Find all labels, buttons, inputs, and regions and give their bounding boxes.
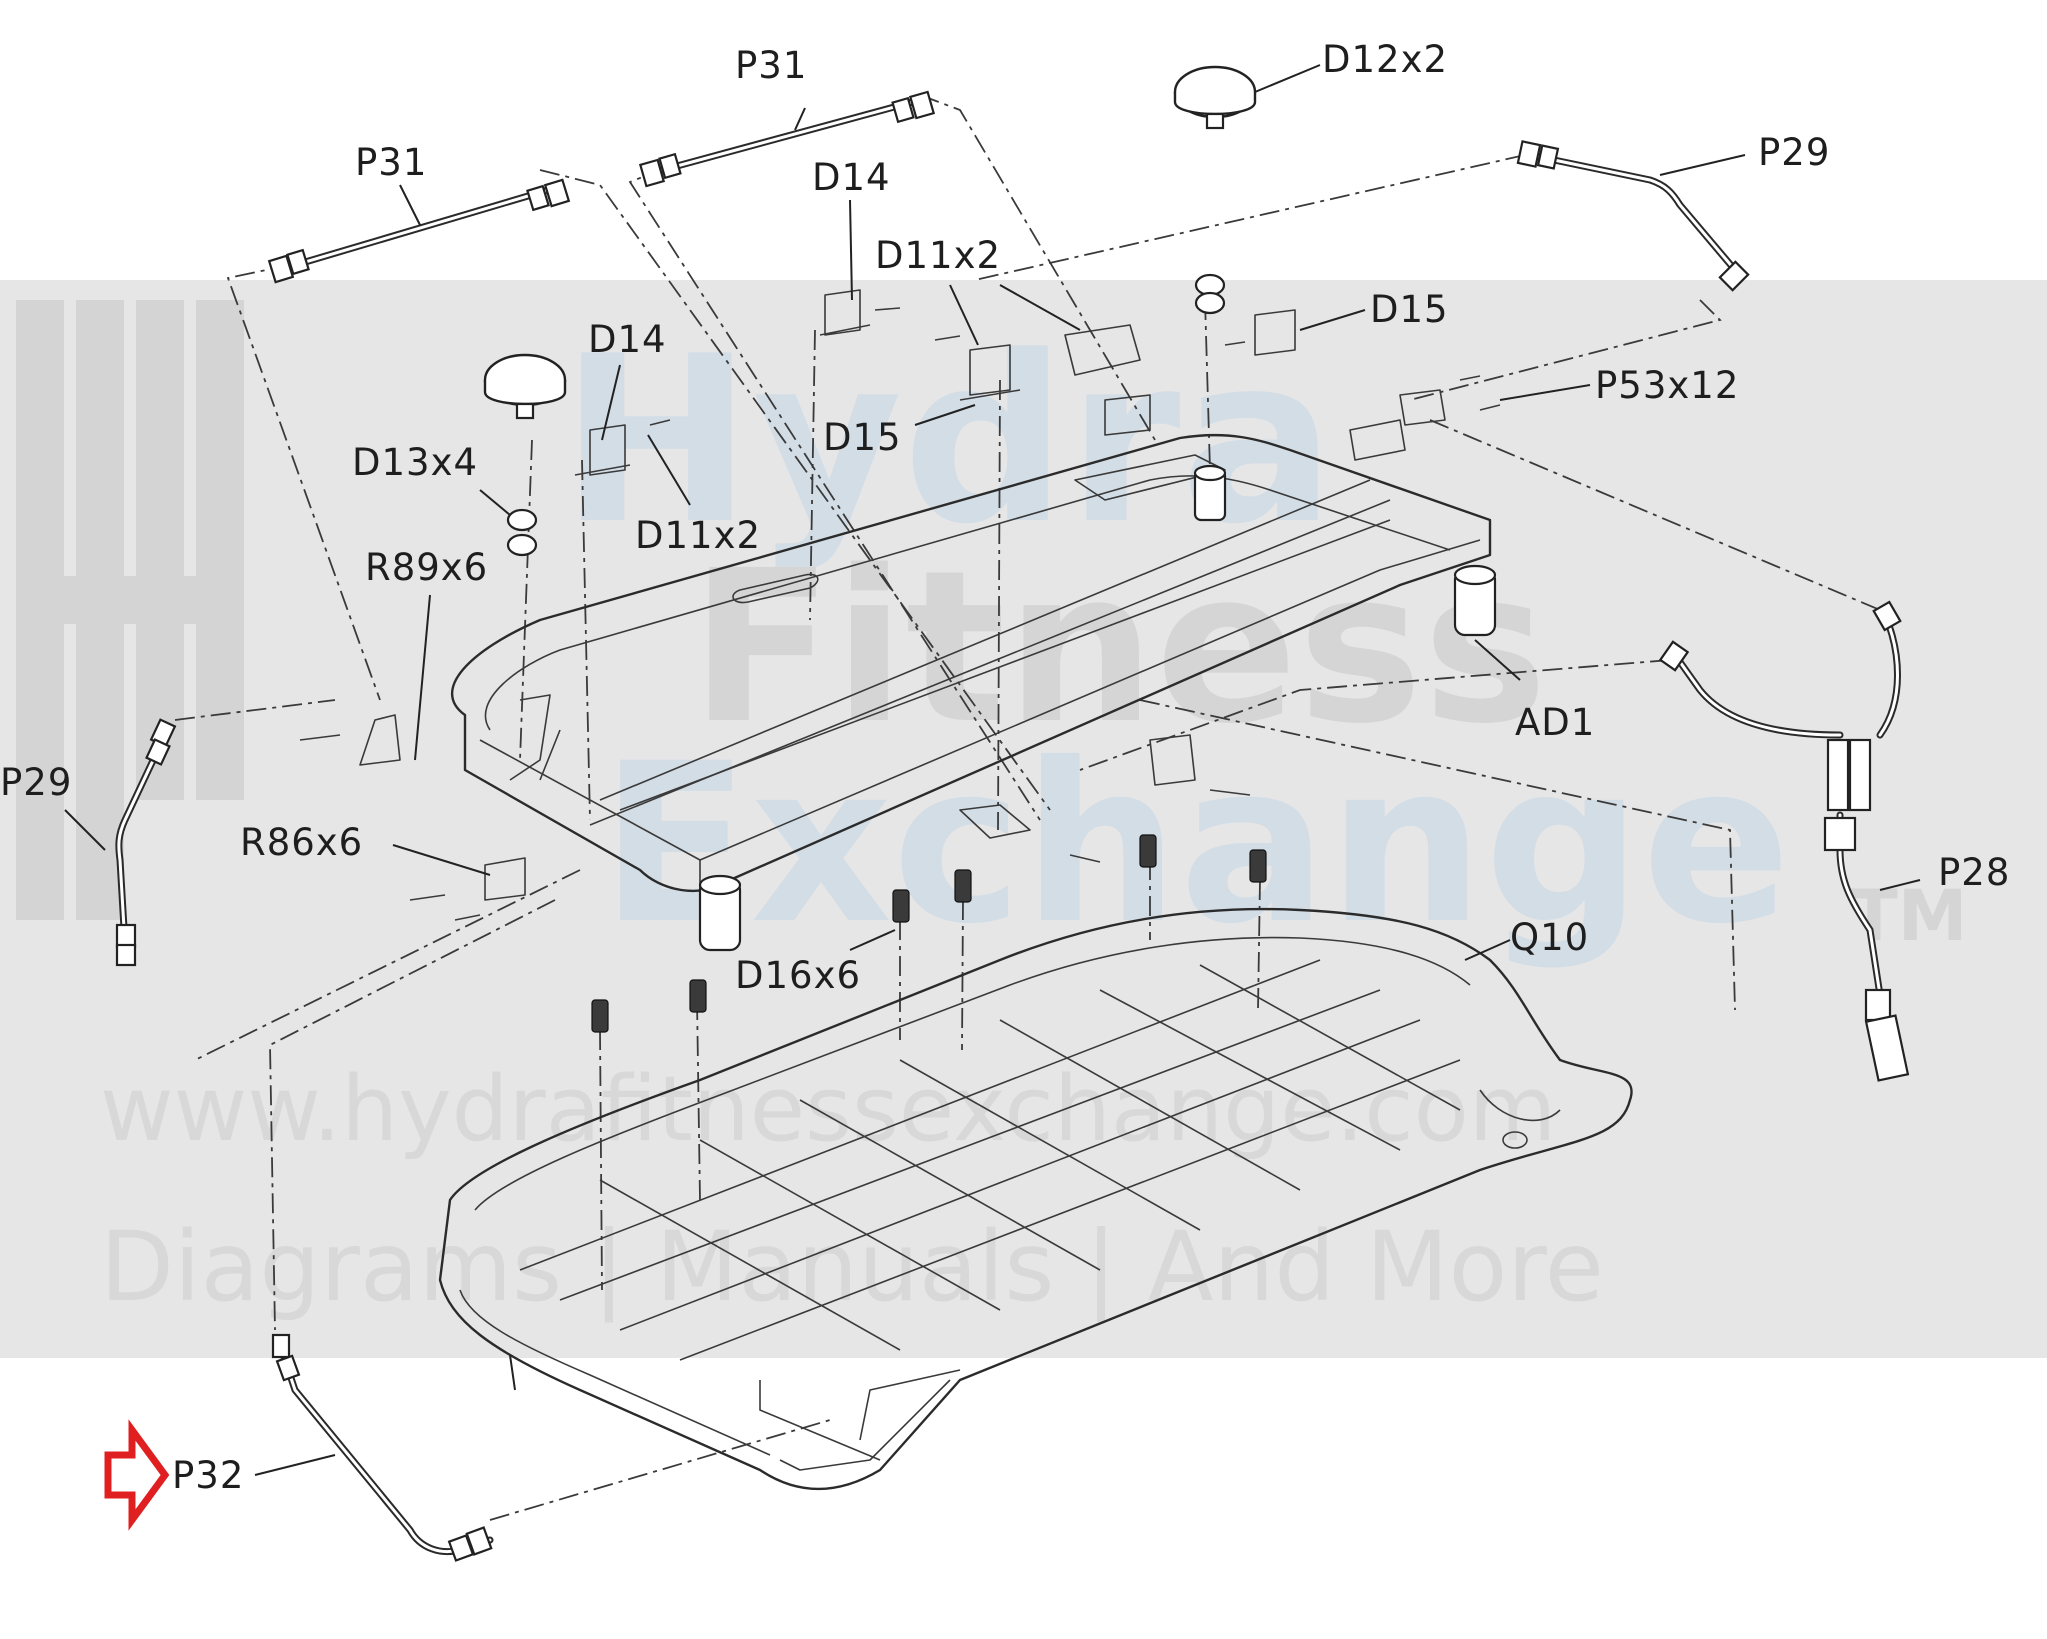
label-ad1: AD1	[1515, 701, 1595, 744]
hardware	[299, 65, 1501, 1033]
label-d13: D13x4	[352, 441, 478, 484]
label-p29-right: P29	[1758, 131, 1830, 174]
label-q10: Q10	[1510, 916, 1589, 959]
watermark-line3: Exchange	[600, 716, 1791, 972]
label-d11-left: D11x2	[635, 514, 761, 557]
arrow-right-icon	[104, 1419, 170, 1531]
label-p28: P28	[1938, 851, 2010, 894]
watermark-url: www.hydrafitnessexchange.com	[100, 1057, 1556, 1162]
label-d11-top: D11x2	[875, 234, 1001, 277]
label-d14-top: D14	[812, 156, 891, 199]
assembly-lines	[174, 94, 1881, 1521]
leader-lines	[64, 64, 1921, 1476]
watermark: Hydra Fitness Exchange TM www.hydrafitne…	[0, 280, 2047, 1358]
label-r89: R89x6	[365, 546, 488, 589]
watermark-tagline: Diagrams | Manuals | And More	[100, 1211, 1604, 1324]
lower-cover	[438, 907, 1633, 1491]
label-p53: P53x12	[1595, 364, 1739, 407]
label-r86: R86x6	[240, 821, 363, 864]
label-p32: P32	[172, 1454, 244, 1497]
label-d15-center: D15	[823, 416, 902, 459]
label-p29-left: P29	[0, 761, 72, 804]
label-d14-left: D14	[588, 318, 667, 361]
label-d15-right: D15	[1370, 288, 1449, 331]
callout-labels: P31 P31 D12x2 P29 D14 D11x2 D15 P53x12 D…	[0, 38, 2010, 1497]
upper-frame	[451, 433, 1497, 952]
label-p31-right: P31	[735, 44, 807, 87]
label-d12: D12x2	[1322, 38, 1448, 81]
logo-mark-icon	[16, 300, 244, 920]
label-p31-left: P31	[355, 141, 427, 184]
hoses	[115, 90, 1910, 1562]
label-d16: D16x6	[735, 954, 861, 997]
